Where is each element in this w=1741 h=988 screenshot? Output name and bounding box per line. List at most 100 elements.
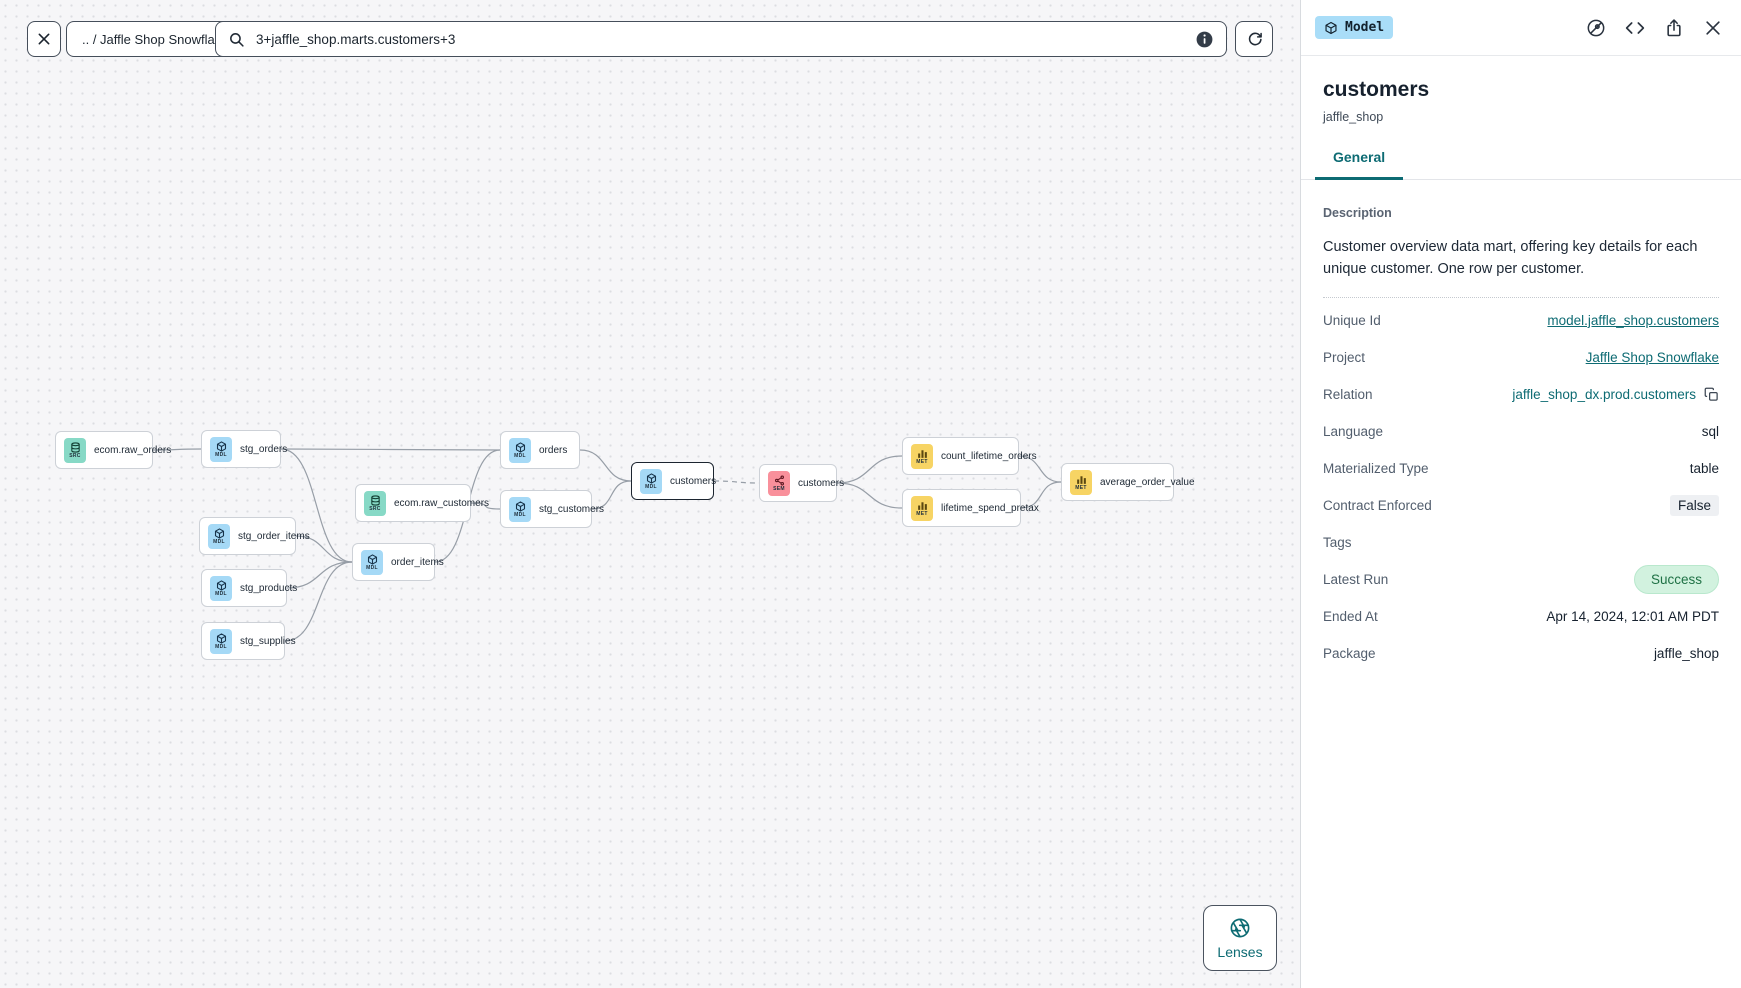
edge-customers_sem-to-lifetime_spend_pretax <box>836 482 903 509</box>
field-row-project: Project Jaffle Shop Snowflake <box>1323 339 1719 376</box>
close-lineage-button[interactable] <box>27 21 61 57</box>
resource-type-label: Model <box>1345 20 1385 35</box>
cube-icon: MDL <box>210 628 232 654</box>
tab-general[interactable]: General <box>1315 149 1404 180</box>
lineage-node-lifetime_spend_pretax[interactable]: MET lifetime_spend_pretax <box>902 489 1039 527</box>
node-label: lifetime_spend_pretax <box>941 502 1039 514</box>
edge-stg_order_items-to-order_items <box>295 535 353 563</box>
node-label: stg_products <box>240 582 298 594</box>
field-label: Tags <box>1323 534 1352 550</box>
field-value-link[interactable]: jaffle_shop_dx.prod.customers <box>1512 386 1696 402</box>
lineage-node-customers[interactable]: MDL customers <box>631 462 717 500</box>
cube-icon: MDL <box>210 575 232 601</box>
database-icon: SRC <box>64 437 86 463</box>
panel-title-section: customers jaffle_shop <box>1301 56 1741 124</box>
field-row-unique-id: Unique Id model.jaffle_shop.customers <box>1323 302 1719 339</box>
database-icon: SRC <box>364 490 386 516</box>
close-icon <box>38 33 50 45</box>
status-badge: Success <box>1633 564 1719 594</box>
breadcrumb[interactable]: .. / Jaffle Shop Snowflake <box>66 21 245 57</box>
cube-icon: MDL <box>208 523 230 549</box>
lenses-label: Lenses <box>1217 943 1263 960</box>
node-label: stg_orders <box>240 443 288 455</box>
edge-ecom_raw_customers-to-stg_customers <box>470 502 501 510</box>
field-row-tags: Tags <box>1323 524 1719 561</box>
bar-chart-icon: MET <box>1070 469 1092 495</box>
panel-content: Description Customer overview data mart,… <box>1301 180 1741 672</box>
copy-icon[interactable] <box>1704 387 1719 402</box>
field-value-link[interactable]: model.jaffle_shop.customers <box>1547 312 1719 328</box>
search-icon <box>230 32 244 47</box>
node-label: stg_supplies <box>240 635 296 647</box>
lineage-node-ecom_raw_customers[interactable]: SRC ecom.raw_customers <box>355 484 489 522</box>
edge-count_lifetime_orders-to-average_order_value <box>1018 455 1062 483</box>
bar-chart-icon: MET <box>911 495 933 521</box>
panel-header-icons <box>1586 18 1723 38</box>
field-value: jaffle_shop <box>1653 645 1719 661</box>
lineage-node-stg_supplies[interactable]: MDL stg_supplies <box>201 622 296 660</box>
edge-stg_orders-to-orders <box>280 448 501 451</box>
node-label: stg_order_items <box>238 530 310 542</box>
edge-orders-to-customers <box>579 449 632 482</box>
contract-enforced-badge: False <box>1669 494 1719 516</box>
search-input[interactable] <box>254 30 1186 48</box>
refresh-button[interactable] <box>1235 21 1273 57</box>
description-text: Customer overview data mart, offering ke… <box>1323 239 1698 278</box>
cube-icon: MDL <box>210 436 232 462</box>
edge-stg_products-to-order_items <box>286 561 353 589</box>
code-icon[interactable] <box>1625 18 1645 38</box>
cube-icon: MDL <box>640 468 662 494</box>
field-row-relation: Relation jaffle_shop_dx.prod.customers <box>1323 376 1719 413</box>
info-icon[interactable] <box>1195 30 1214 49</box>
field-label: Unique Id <box>1323 312 1381 328</box>
explore-compass-icon[interactable] <box>1586 18 1606 38</box>
node-label: stg_customers <box>539 503 605 515</box>
lineage-node-order_items[interactable]: MDL order_items <box>352 543 444 581</box>
field-value-link[interactable]: Jaffle Shop Snowflake <box>1585 349 1719 365</box>
node-label: customers <box>670 475 717 487</box>
node-label: customers <box>798 477 845 489</box>
share-export-icon[interactable] <box>1664 18 1684 38</box>
lineage-node-stg_orders[interactable]: MDL stg_orders <box>201 430 287 468</box>
lenses-button[interactable]: Lenses <box>1203 905 1277 971</box>
details-panel: Model customers jaffle_shop <box>1300 0 1741 988</box>
field-label: Project <box>1323 349 1366 365</box>
lineage-node-stg_order_items[interactable]: MDL stg_order_items <box>199 517 310 555</box>
lenses-aperture-icon <box>1230 918 1250 937</box>
field-label: Materialized Type <box>1323 460 1429 476</box>
field-label: Latest Run <box>1323 571 1389 587</box>
node-label: orders <box>539 444 568 456</box>
field-label: Contract Enforced <box>1323 497 1432 513</box>
node-label: order_items <box>391 556 444 568</box>
node-label: average_order_value <box>1100 476 1195 488</box>
field-label: Relation <box>1323 386 1373 402</box>
lineage-node-average_order_value[interactable]: MET average_order_value <box>1061 463 1195 501</box>
node-label: ecom.raw_customers <box>394 497 490 509</box>
edge-ecom_raw_orders-to-stg_orders <box>152 448 202 451</box>
lineage-node-stg_products[interactable]: MDL stg_products <box>201 569 297 607</box>
panel-header: Model <box>1301 0 1741 56</box>
edge-lifetime_spend_pretax-to-average_order_value <box>1020 481 1062 509</box>
close-panel-icon[interactable] <box>1703 18 1723 38</box>
field-row-latest-run: Latest Run Success <box>1323 561 1719 598</box>
field-label: Package <box>1323 645 1376 661</box>
resource-type-badge: Model <box>1315 16 1394 39</box>
field-row-contract-enforced: Contract Enforced False <box>1323 487 1719 524</box>
cube-icon: MDL <box>361 549 383 575</box>
lineage-node-ecom_raw_orders[interactable]: SRC ecom.raw_orders <box>55 431 171 469</box>
model-cube-icon <box>1325 21 1337 34</box>
field-row-package: Package jaffle_shop <box>1323 635 1719 672</box>
page-title: customers <box>1323 78 1430 101</box>
dotted-divider <box>1323 296 1719 298</box>
edge-stg_customers-to-customers <box>591 480 632 510</box>
node-label: ecom.raw_orders <box>94 444 172 456</box>
edge-stg_orders-to-order_items <box>280 448 353 563</box>
